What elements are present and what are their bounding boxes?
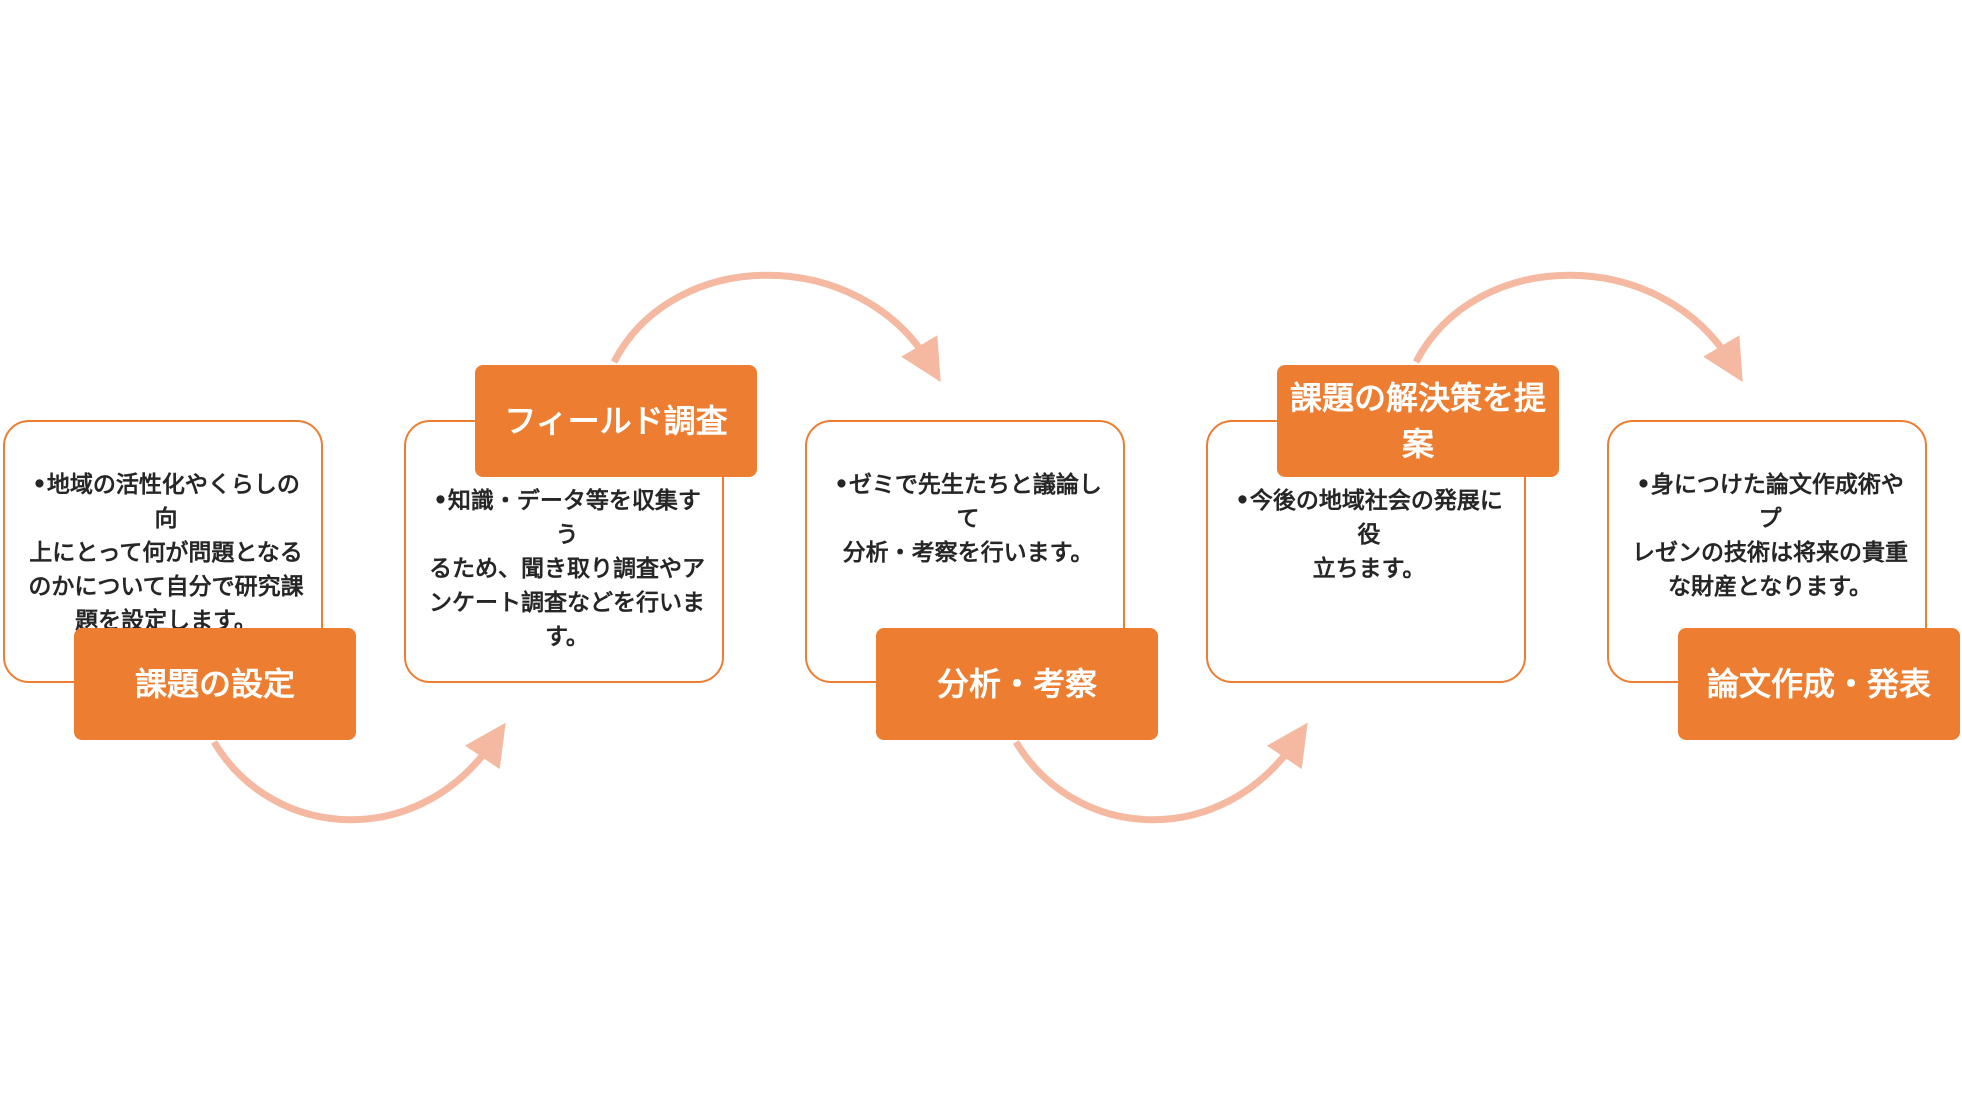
step-card-1: •地域の活性化やくらしの向 上にとって何が問題となる のかについて自分で研究課 … (3, 420, 323, 683)
arrow-step1-to-step2 (211, 722, 506, 824)
step-5-description: •身につけた論文作成術やプ レゼンの技術は将来の貴重 な財産となります。 (1632, 471, 1908, 600)
step-2-description: •知識・データ等を収集すう るため、聞き取り調査やア ンケート調査などを行いま … (429, 487, 705, 650)
step-1-description: •地域の活性化やくらしの向 上にとって何が問題となる のかについて自分で研究課 … (28, 471, 304, 634)
arrow-step4-to-step5 (1412, 271, 1743, 383)
step-1-title-box: 課題の設定 (74, 628, 356, 740)
step-4-description: •今後の地域社会の発展に役 立ちます。 (1235, 487, 1503, 582)
step-3-description: •ゼミで先生たちと議論して 分析・考察を行います。 (834, 471, 1102, 566)
step-4-title-box: 課題の解決策を提案 (1277, 365, 1559, 477)
arrow-step2-to-step3 (610, 271, 941, 383)
step-4-title: 課題の解決策を提案 (1289, 379, 1546, 463)
step-3-title-box: 分析・考察 (876, 628, 1158, 740)
step-1-title: 課題の設定 (134, 665, 295, 703)
step-2-title: フィールド調査 (504, 402, 728, 440)
step-5-title: 論文作成・発表 (1706, 665, 1931, 703)
step-3-title: 分析・考察 (936, 665, 1097, 703)
step-5-title-box: 論文作成・発表 (1678, 628, 1960, 740)
arrow-step3-to-step4 (1013, 722, 1308, 824)
step-2-title-box: フィールド調査 (475, 365, 757, 477)
